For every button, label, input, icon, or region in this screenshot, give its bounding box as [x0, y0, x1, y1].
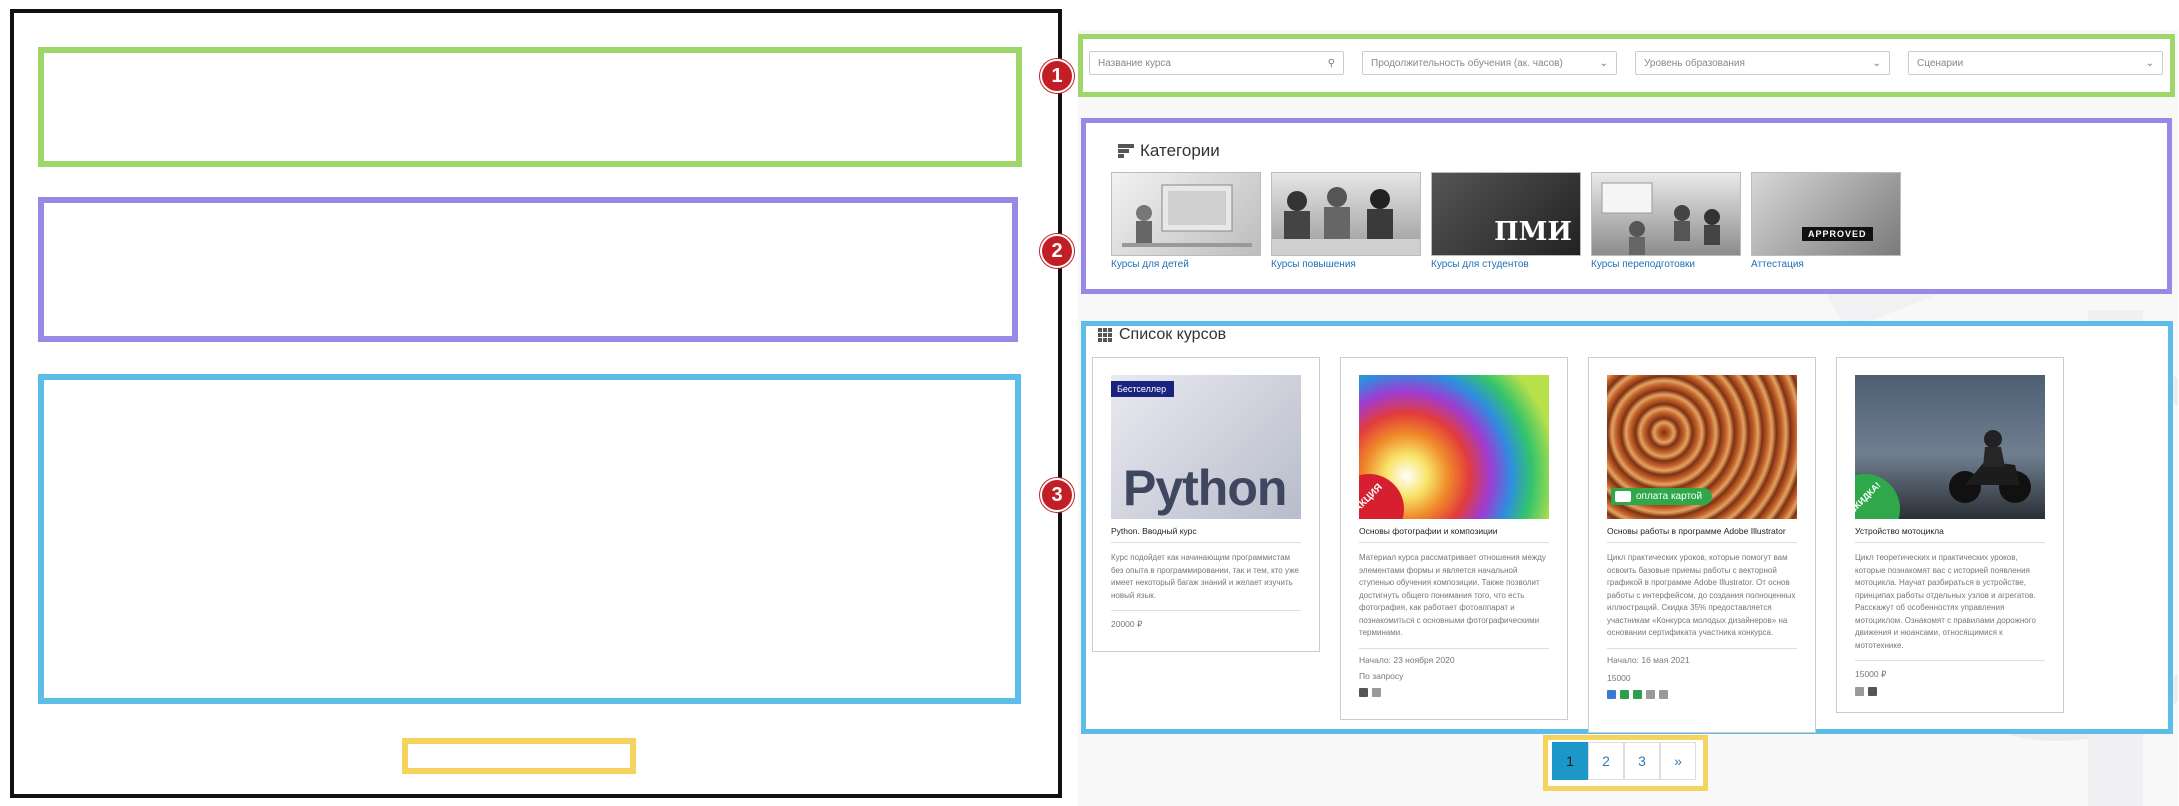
search-placeholder: Название курса — [1098, 57, 1171, 69]
course-icons — [1359, 687, 1549, 697]
category-overlay-text: ПМИ — [1494, 217, 1572, 247]
motorcycle-photo — [1949, 430, 2031, 503]
grid-icon — [1098, 328, 1112, 342]
duration-select[interactable]: Продолжительность обучения (ак. часов) ⌄ — [1362, 51, 1617, 75]
course-price-request: По запросу — [1359, 670, 1404, 681]
check-icon — [1633, 689, 1642, 699]
discount-corner-text: СКИДКА! — [1855, 480, 1883, 516]
category-item-advanced[interactable]: Курсы повышения — [1271, 172, 1421, 270]
wireframe-categories-block — [38, 197, 1018, 342]
categories-icon — [1118, 144, 1134, 158]
chevron-down-icon: ⌄ — [1599, 57, 1608, 69]
category-label[interactable]: Курсы для студентов — [1431, 259, 1529, 270]
category-item-attestation[interactable]: APPROVED Аттестация — [1751, 172, 1901, 270]
wireframe-filter-block — [38, 47, 1022, 167]
category-thumbnail: ПМИ — [1431, 172, 1581, 256]
marker-3: 3 — [1040, 478, 1074, 512]
category-overlay-text: APPROVED — [1802, 227, 1873, 241]
wireframe-pagination-block — [402, 738, 636, 774]
category-thumbnail — [1271, 172, 1421, 256]
course-list-title: Список курсов — [1119, 326, 1227, 343]
category-item-students[interactable]: ПМИ Курсы для студентов — [1431, 172, 1581, 270]
course-price: 15000 — [1607, 672, 1631, 683]
course-card-photography[interactable]: АКЦИЯ Основы фотографии и композиции Мат… — [1340, 357, 1568, 720]
chevron-down-icon: ⌄ — [1872, 57, 1881, 69]
categories-title: Категории — [1140, 141, 1220, 160]
scenario-value: Сценарии — [1917, 57, 1964, 69]
marker-1: 1 — [1040, 59, 1074, 93]
education-level-value: Уровень образования — [1644, 57, 1745, 69]
course-start-date: Начало: 16 мая 2021 — [1607, 654, 1690, 665]
category-label[interactable]: Аттестация — [1751, 259, 1804, 270]
course-title[interactable]: Устройство мотоцикла — [1855, 526, 2045, 543]
credit-card-icon — [1615, 491, 1631, 502]
category-label[interactable]: Курсы повышения — [1271, 259, 1356, 270]
course-price: 15000 ₽ — [1855, 669, 1887, 679]
chevron-down-icon: ⌄ — [2145, 57, 2154, 69]
filter-bar: Название курса ⚲ Продолжительность обуче… — [1089, 51, 2164, 75]
next-page-button[interactable]: » — [1660, 742, 1696, 780]
promo-corner-badge: АКЦИЯ — [1359, 474, 1404, 519]
meeting-photo — [1272, 187, 1420, 255]
course-name-search-input[interactable]: Название курса ⚲ — [1089, 51, 1344, 75]
card-payment-text: оплата картой — [1636, 491, 1703, 502]
education-level-select[interactable]: Уровень образования ⌄ — [1635, 51, 1890, 75]
category-item-retraining[interactable]: Курсы переподготовки — [1591, 172, 1741, 270]
page-2-button[interactable]: 2 — [1588, 742, 1624, 780]
category-label[interactable]: Курсы для детей — [1111, 259, 1189, 270]
course-cards: Бестселлер Python Python. Вводный курс К… — [1092, 357, 2064, 733]
kids-course-illustration — [1122, 184, 1252, 247]
wireframe-panel — [10, 9, 1062, 798]
category-thumbnail — [1111, 172, 1261, 256]
scenario-select[interactable]: Сценарии ⌄ — [1908, 51, 2163, 75]
category-list: Курсы для детей Курсы повышения ПМИ Курс… — [1111, 172, 1901, 270]
course-title[interactable]: Python. Вводный курс — [1111, 526, 1301, 543]
course-description: Материал курса рассматривает отношения м… — [1359, 552, 1549, 649]
pagination: 1 2 3 » — [1552, 742, 1696, 780]
monitor-icon — [1372, 687, 1381, 697]
category-thumbnail — [1591, 172, 1741, 256]
search-icon: ⚲ — [1327, 57, 1335, 69]
course-description: Курс подойдет как начинающим программист… — [1111, 552, 1301, 611]
course-start-date: Начало: 23 ноября 2020 — [1359, 654, 1455, 665]
course-card-python[interactable]: Бестселлер Python Python. Вводный курс К… — [1092, 357, 1320, 652]
monitor-icon — [1646, 689, 1655, 699]
certificate-icon — [1620, 689, 1629, 699]
lock-icon — [1359, 687, 1368, 697]
course-image[interactable]: Бестселлер Python — [1111, 375, 1301, 519]
course-image[interactable]: оплата картой — [1607, 375, 1797, 519]
marker-2: 2 — [1040, 234, 1074, 268]
bestseller-badge: Бестселлер — [1111, 381, 1175, 397]
course-icons — [1607, 689, 1797, 699]
classroom-photo — [1601, 182, 1720, 255]
python-image-text: Python — [1123, 460, 1287, 516]
course-image[interactable]: АКЦИЯ — [1359, 375, 1549, 519]
course-title[interactable]: Основы работы в программе Adobe Illustra… — [1607, 526, 1797, 543]
course-description: Цикл теоретических и практических уроков… — [1855, 552, 2045, 661]
category-item-kids[interactable]: Курсы для детей — [1111, 172, 1261, 270]
course-image[interactable]: СКИДКА! — [1855, 375, 2045, 519]
course-title[interactable]: Основы фотографии и композиции — [1359, 526, 1549, 543]
course-list-heading: Список курсов — [1097, 326, 1226, 344]
page-3-button[interactable]: 3 — [1624, 742, 1660, 780]
page-1-button[interactable]: 1 — [1552, 742, 1588, 780]
tools-icon — [1659, 689, 1668, 699]
info-icon — [1607, 689, 1616, 699]
category-label[interactable]: Курсы переподготовки — [1591, 259, 1696, 270]
monitor-icon — [1855, 687, 1864, 696]
duration-select-value: Продолжительность обучения (ак. часов) — [1371, 57, 1563, 69]
course-icons — [1855, 687, 2045, 696]
course-description: Цикл практических уроков, которые помогу… — [1607, 552, 1797, 649]
categories-heading: Категории — [1118, 141, 1220, 161]
promo-corner-text: АКЦИЯ — [1359, 481, 1386, 514]
course-price: 20000 ₽ — [1111, 619, 1143, 629]
card-payment-badge: оплата картой — [1611, 488, 1713, 505]
tools-icon — [1868, 687, 1877, 696]
wireframe-course-list-block — [38, 374, 1021, 704]
course-card-motorcycle[interactable]: СКИДКА! Устройство мотоцикла Цикл теорет… — [1836, 357, 2064, 713]
course-card-illustrator[interactable]: оплата картой Основы работы в программе … — [1588, 357, 1816, 733]
category-thumbnail: APPROVED — [1751, 172, 1901, 256]
